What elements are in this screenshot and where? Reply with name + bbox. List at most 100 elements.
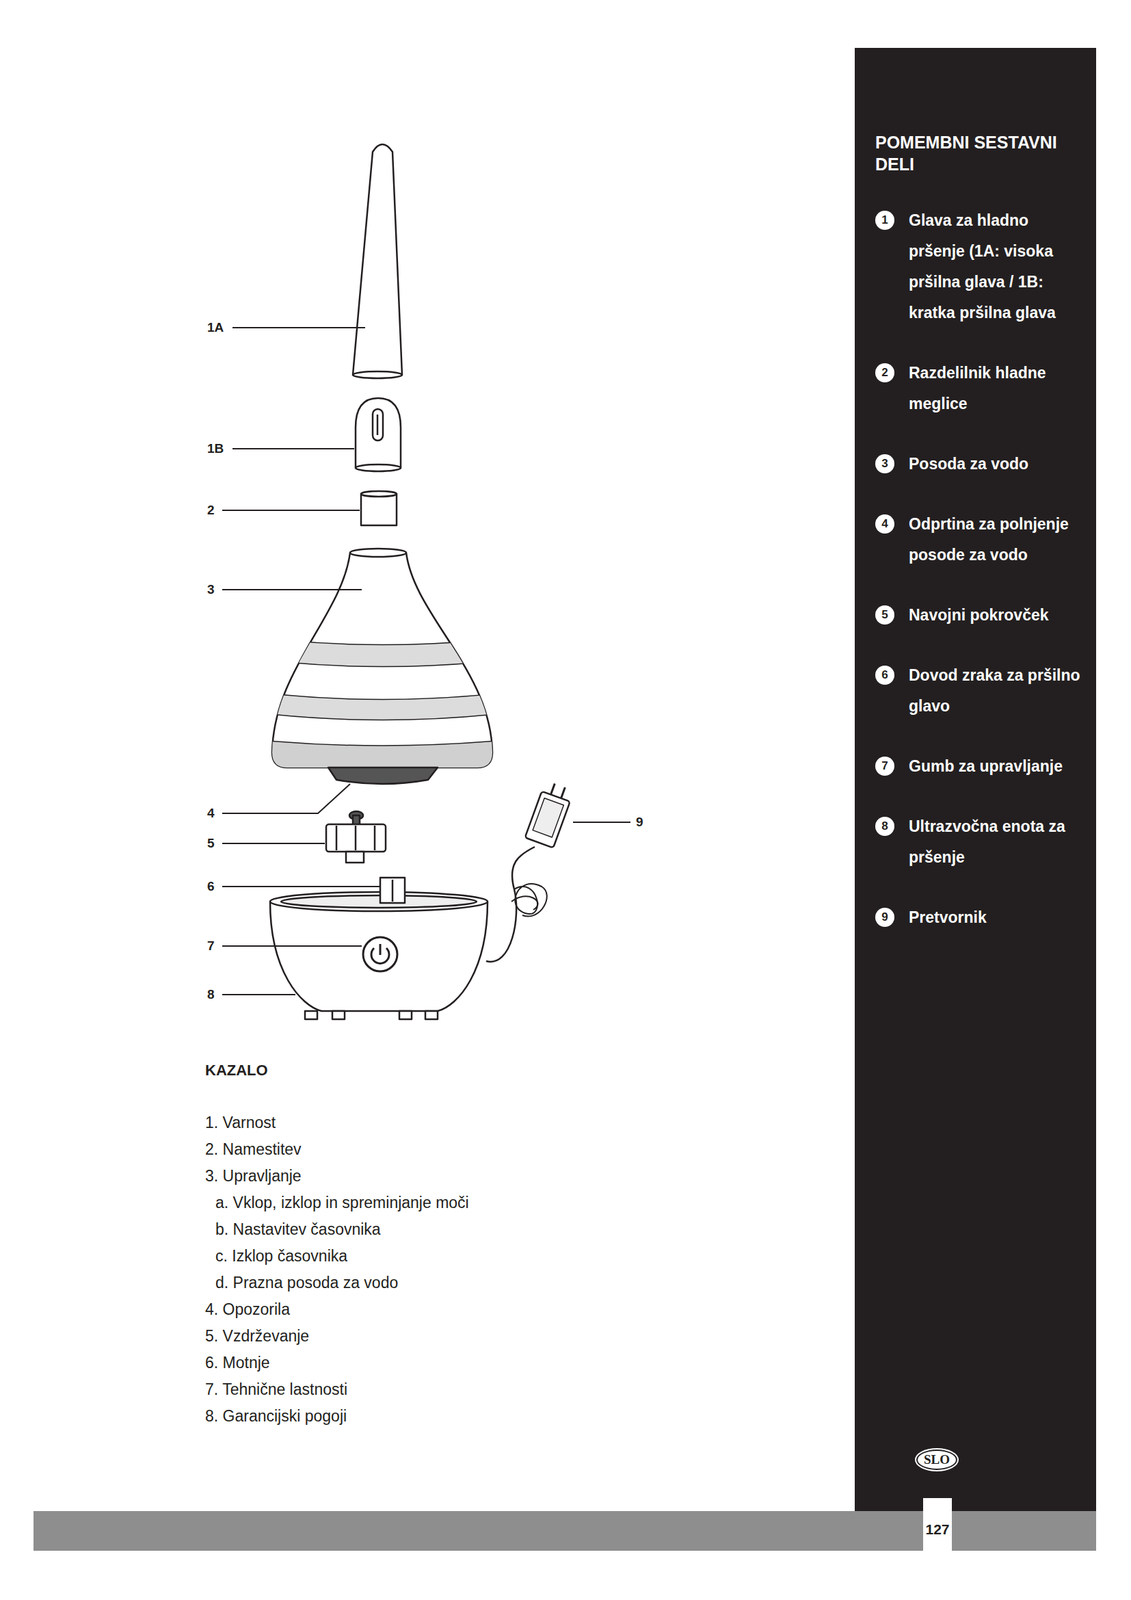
toc-item: 2. Namestitev [205,1139,302,1160]
cap-rib [374,825,377,850]
base-rim [270,891,488,911]
base-inner-rim [281,895,477,908]
foot [332,1010,345,1019]
callout-number: 3 [207,581,215,598]
toc-item: a. Vklop, izklop in spreminjanje moči [215,1193,470,1213]
callout-number: 1B [207,441,224,457]
leader-line [222,783,351,814]
head-slot-line [376,414,379,435]
callout-number: 6 [207,878,215,895]
plug-prong [550,783,555,795]
air-inlet [380,877,405,903]
part-entry: 5 Navojni pokrovček [875,599,1088,631]
part-name: Razdelilnik hladne meglice [908,357,1084,420]
leader-line [232,447,355,450]
part-number: 3 [875,454,895,474]
callout-number: 9 [635,814,644,831]
panel-foot [951,1497,1097,1511]
part-entry: 7 Gumb za upravljanje [875,750,1088,782]
distributor-top [361,490,397,497]
cord-coil [514,883,548,917]
callout-number: 2 [207,502,215,519]
head-slot [372,408,383,441]
leader-line [222,993,296,995]
cap-rib [354,825,357,850]
leader-line [222,842,325,844]
filling-opening [328,767,438,784]
part-entry: 9Pretvornik [875,901,1088,933]
language-badge: SLO [916,1448,958,1470]
foot [399,1010,412,1019]
toc-item: d. Prazna posoda za vodo [215,1273,398,1293]
part-name: Gumb za upravljanje [908,750,1084,782]
leader-line [573,821,631,823]
part-name: Odprtina za polnjenje posode za vodo [908,508,1084,571]
power-cord [486,846,535,962]
part-name: Pretvornik [908,901,1084,933]
part-number: 2 [875,363,895,383]
toc-heading: KAZALO [205,1061,269,1080]
callout-number: 8 [207,986,215,1003]
parts-panel: POMEMBNI SESTAVNI DELI 1 Glava za hladno p… [854,47,1097,1498]
toc-item: 5. Vzdrževanje [205,1326,310,1346]
toc-item: 8. Garancijski pogoji [205,1406,347,1426]
toc-item: 7. Tehnične lastnosti [205,1379,348,1400]
part-number: 6 [875,665,895,685]
leader-line [232,326,366,329]
tall-nozzle [352,144,403,375]
panel-heading: POMEMBNI SESTAVNI DELI [875,131,1088,176]
toc-item: c. Izklop časovnika [215,1246,348,1266]
language-code: SLO [923,1451,950,1467]
callout-number: 4 [207,805,215,822]
part-name: Posoda za vodo [908,448,1084,480]
part-entry: 4Odprtina za polnjenje posode za vodo [875,508,1088,571]
tall-nozzle-base [352,371,403,379]
part-number: 5 [875,605,895,625]
part-number: 7 [875,756,895,776]
tank-neck [350,548,407,557]
foot [425,1010,438,1019]
cap-stem [346,851,364,863]
part-entry: 8 Ultrazvočna enota za pršenje [875,810,1088,873]
toc-item: 3. Upravljanje [205,1166,302,1186]
cord-coil [511,895,539,910]
toc-item: 4. Opozorila [205,1299,290,1320]
part-entry: 1 Glava za hladno pršenje (1A: visoka prš… [875,205,1088,329]
base-bowl [270,901,488,1011]
short-head-base [355,464,401,472]
foot [304,1010,318,1019]
part-entry: 3 Posoda za vodo [875,448,1088,480]
page-number: 127 [923,1520,952,1538]
power-symbol [379,943,382,955]
page-number-strip [923,1497,952,1551]
callout-number: 5 [207,835,215,852]
part-name: Glava za hladno pršenje (1A: visoka prši… [908,205,1084,329]
part-number: 8 [875,816,895,836]
part-name: Ultrazvočna enota za pršenje [908,810,1084,873]
tank-band [246,635,520,667]
screw-cap [326,823,386,852]
plug-prong [561,787,566,798]
short-head [355,397,401,468]
leader-line [222,588,362,591]
mist-distributor [361,493,397,526]
leader-line [222,509,360,511]
leader-line [222,945,362,947]
part-name: Navojni pokrovček [908,599,1084,631]
cap-rib [335,825,338,850]
part-number: 1 [875,210,895,230]
control-button [363,936,398,971]
tank-band [246,690,520,721]
panel-foot [854,1497,924,1511]
callout-number: 1A [207,320,224,336]
callout-number: 7 [207,938,215,954]
part-entry: 2 Razdelilnik hladne meglice [875,357,1088,420]
adapter-face [532,797,564,837]
toc-item: 6. Motnje [205,1353,271,1373]
part-entry: 6Dovod zraka za pršilno glavo [875,659,1088,722]
power-adapter [525,791,571,848]
toc-item: 1. Varnost [205,1113,276,1133]
toc-item: b. Nastavitev časovnika [215,1219,381,1240]
leader-line [222,885,380,887]
air-inlet-line [391,879,394,902]
